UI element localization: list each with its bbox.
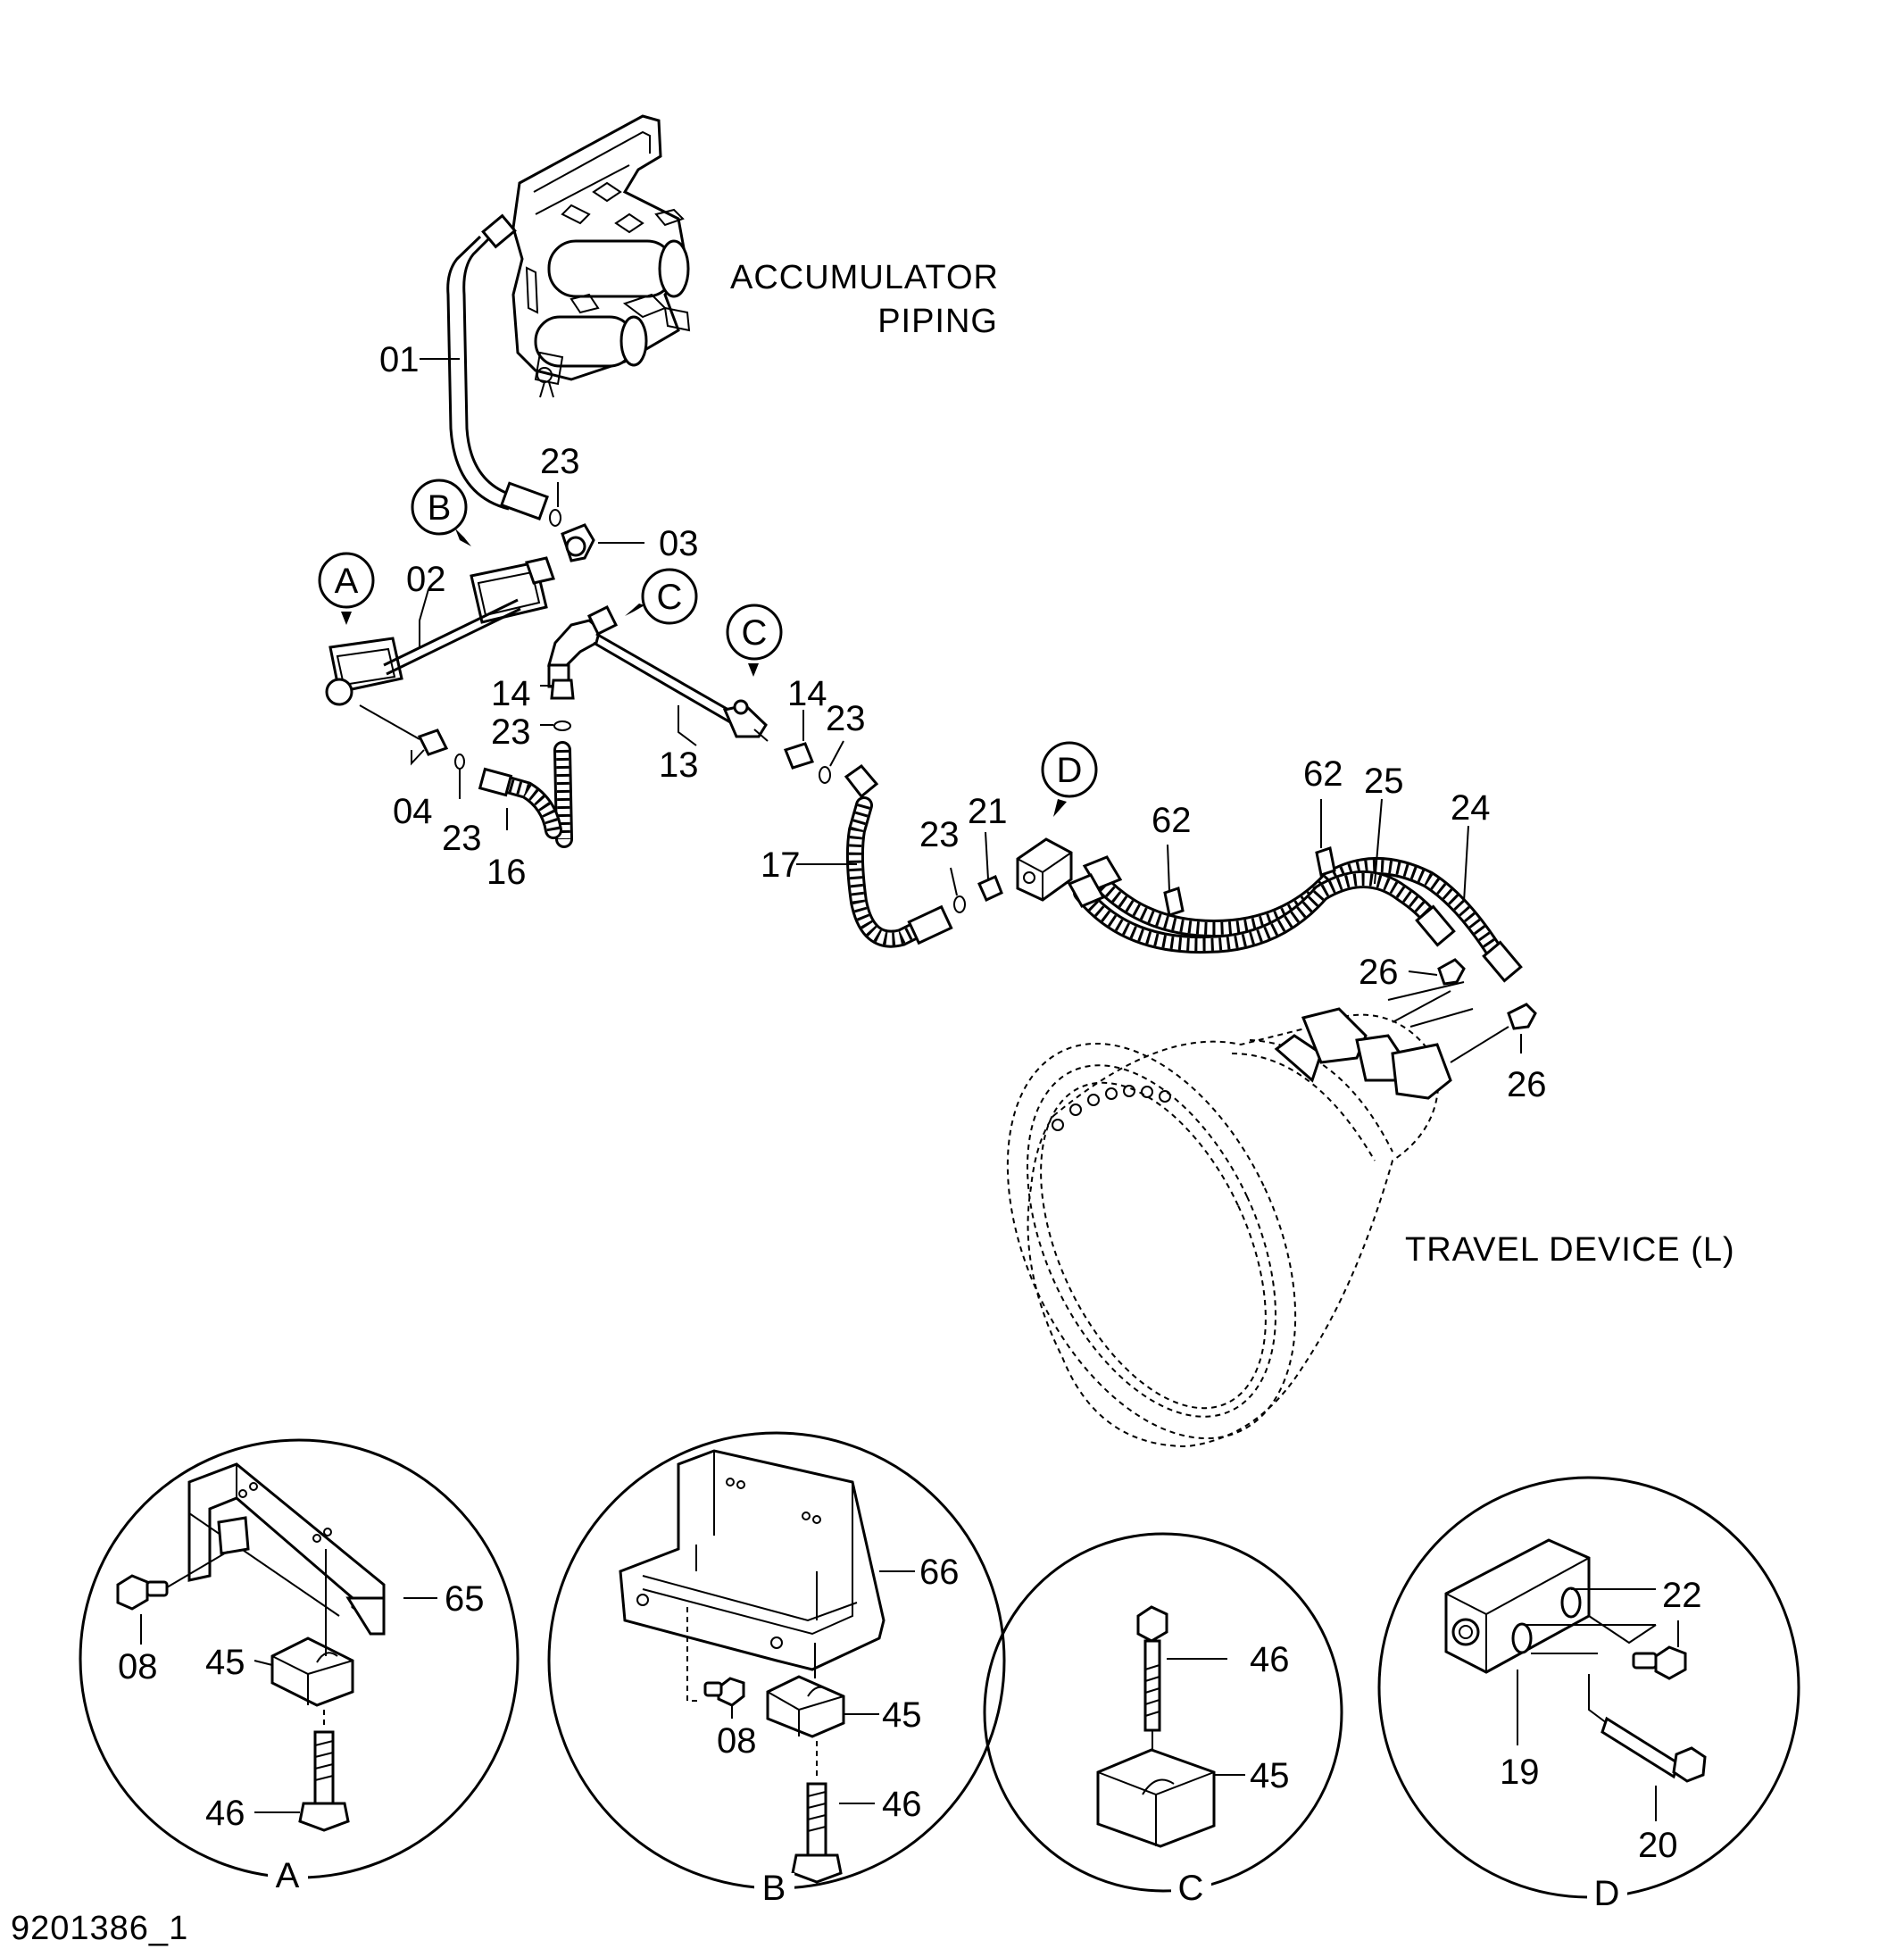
detail-b-part-46: 46 — [882, 1785, 922, 1824]
tube-13 — [593, 632, 742, 728]
o-ring-23-e — [953, 895, 966, 913]
clamp-62-a — [1163, 887, 1185, 917]
detail-b-part-66: 66 — [919, 1553, 960, 1592]
o-ring-23-b — [454, 754, 465, 770]
label-04: 04 — [393, 792, 433, 831]
elbow-26-a — [1437, 958, 1466, 986]
label-16: 16 — [486, 853, 527, 892]
label-25: 25 — [1364, 762, 1404, 801]
label-17: 17 — [761, 845, 801, 885]
detail-d-part-22: 22 — [1662, 1576, 1702, 1615]
label-26-a: 26 — [1359, 953, 1399, 992]
o-ring-23-a — [549, 509, 561, 527]
detail-b-part-08: 08 — [717, 1721, 757, 1761]
label-03: 03 — [659, 524, 699, 563]
label-62-b: 62 — [1303, 754, 1343, 794]
callout-c-1: C — [625, 568, 698, 625]
label-23-d: 23 — [826, 699, 866, 738]
fitting-14-a — [550, 679, 575, 700]
travel-device — [1006, 981, 1474, 1448]
detail-a-part-46: 46 — [205, 1794, 245, 1833]
detail-c-part-45: 45 — [1250, 1756, 1290, 1795]
drawing-number: 9201386_1 — [11, 1910, 188, 1947]
label-02: 02 — [406, 560, 446, 599]
label-26-b: 26 — [1507, 1065, 1547, 1104]
detail-d-part-19: 19 — [1500, 1753, 1540, 1792]
fitting-21 — [977, 874, 1003, 903]
hose-16 — [478, 741, 573, 848]
label-23-a: 23 — [540, 442, 580, 481]
detail-c-label: C — [1178, 1869, 1204, 1908]
callout-b: B — [411, 479, 471, 546]
part-number-labels: 01 02 03 04 13 14 14 16 17 21 23 23 23 2… — [379, 340, 1547, 1104]
callout-d: D — [1041, 741, 1098, 817]
svg-text:A: A — [335, 562, 359, 601]
label-14-a: 14 — [491, 674, 531, 713]
elbow-fitting-c — [547, 619, 602, 667]
callout-c-2: C — [726, 604, 783, 677]
leader-lines — [411, 358, 1522, 1063]
bracket-a — [325, 637, 403, 706]
detail-a-part-45: 45 — [205, 1643, 245, 1682]
fitting-01-top — [481, 213, 517, 249]
fitting-04 — [417, 729, 449, 756]
bolt-circle — [1052, 1085, 1171, 1131]
callout-a: A — [318, 552, 375, 625]
detail-a: 65 08 45 46 A — [79, 1438, 520, 1895]
svg-text:C: C — [657, 578, 683, 617]
svg-text:B: B — [428, 488, 452, 528]
detail-a-part-65: 65 — [445, 1579, 485, 1619]
label-24: 24 — [1451, 788, 1491, 828]
label-01: 01 — [379, 340, 420, 379]
detail-a-part-08: 08 — [118, 1647, 158, 1686]
bracket-b — [470, 556, 555, 624]
detail-d-part-20: 20 — [1638, 1826, 1678, 1865]
detail-b-part-45: 45 — [882, 1695, 922, 1735]
fitting-01-bottom — [499, 481, 549, 521]
accumulator-assembly — [511, 114, 691, 398]
detail-a-label: A — [276, 1856, 300, 1895]
o-ring-23-d — [819, 766, 831, 784]
title-accumulator-line2: PIPING — [877, 303, 998, 340]
clamp-62-b — [1315, 846, 1336, 877]
title-travel-device: TRAVEL DEVICE (L) — [1405, 1231, 1735, 1269]
pipe-01 — [446, 230, 514, 511]
svg-text:D: D — [1057, 751, 1083, 790]
title-accumulator-line1: ACCUMULATOR — [730, 259, 999, 296]
junction-block-d — [1016, 837, 1073, 902]
pipe-02 — [383, 598, 521, 676]
label-62-a: 62 — [1152, 801, 1192, 840]
hose-bundle-24-25 — [1067, 855, 1523, 983]
detail-d-label: D — [1594, 1874, 1620, 1913]
detail-d: 22 19 20 D — [1377, 1476, 1800, 1913]
svg-text:C: C — [742, 613, 768, 653]
detail-b: 66 08 45 46 B — [547, 1431, 1006, 1908]
fitting-14-b — [784, 742, 814, 770]
o-ring-23-c — [553, 720, 571, 731]
label-23-b: 23 — [491, 712, 531, 752]
detail-c-part-46: 46 — [1250, 1640, 1290, 1679]
label-23-e: 23 — [919, 815, 960, 854]
label-21: 21 — [968, 792, 1008, 831]
detail-b-label: B — [762, 1869, 786, 1908]
elbow-26-b — [1507, 1003, 1537, 1030]
label-14-b: 14 — [787, 674, 827, 713]
hose-17 — [844, 763, 953, 948]
label-23-c: 23 — [442, 819, 482, 858]
detail-c: 46 45 C — [983, 1532, 1343, 1908]
label-13: 13 — [659, 745, 699, 785]
